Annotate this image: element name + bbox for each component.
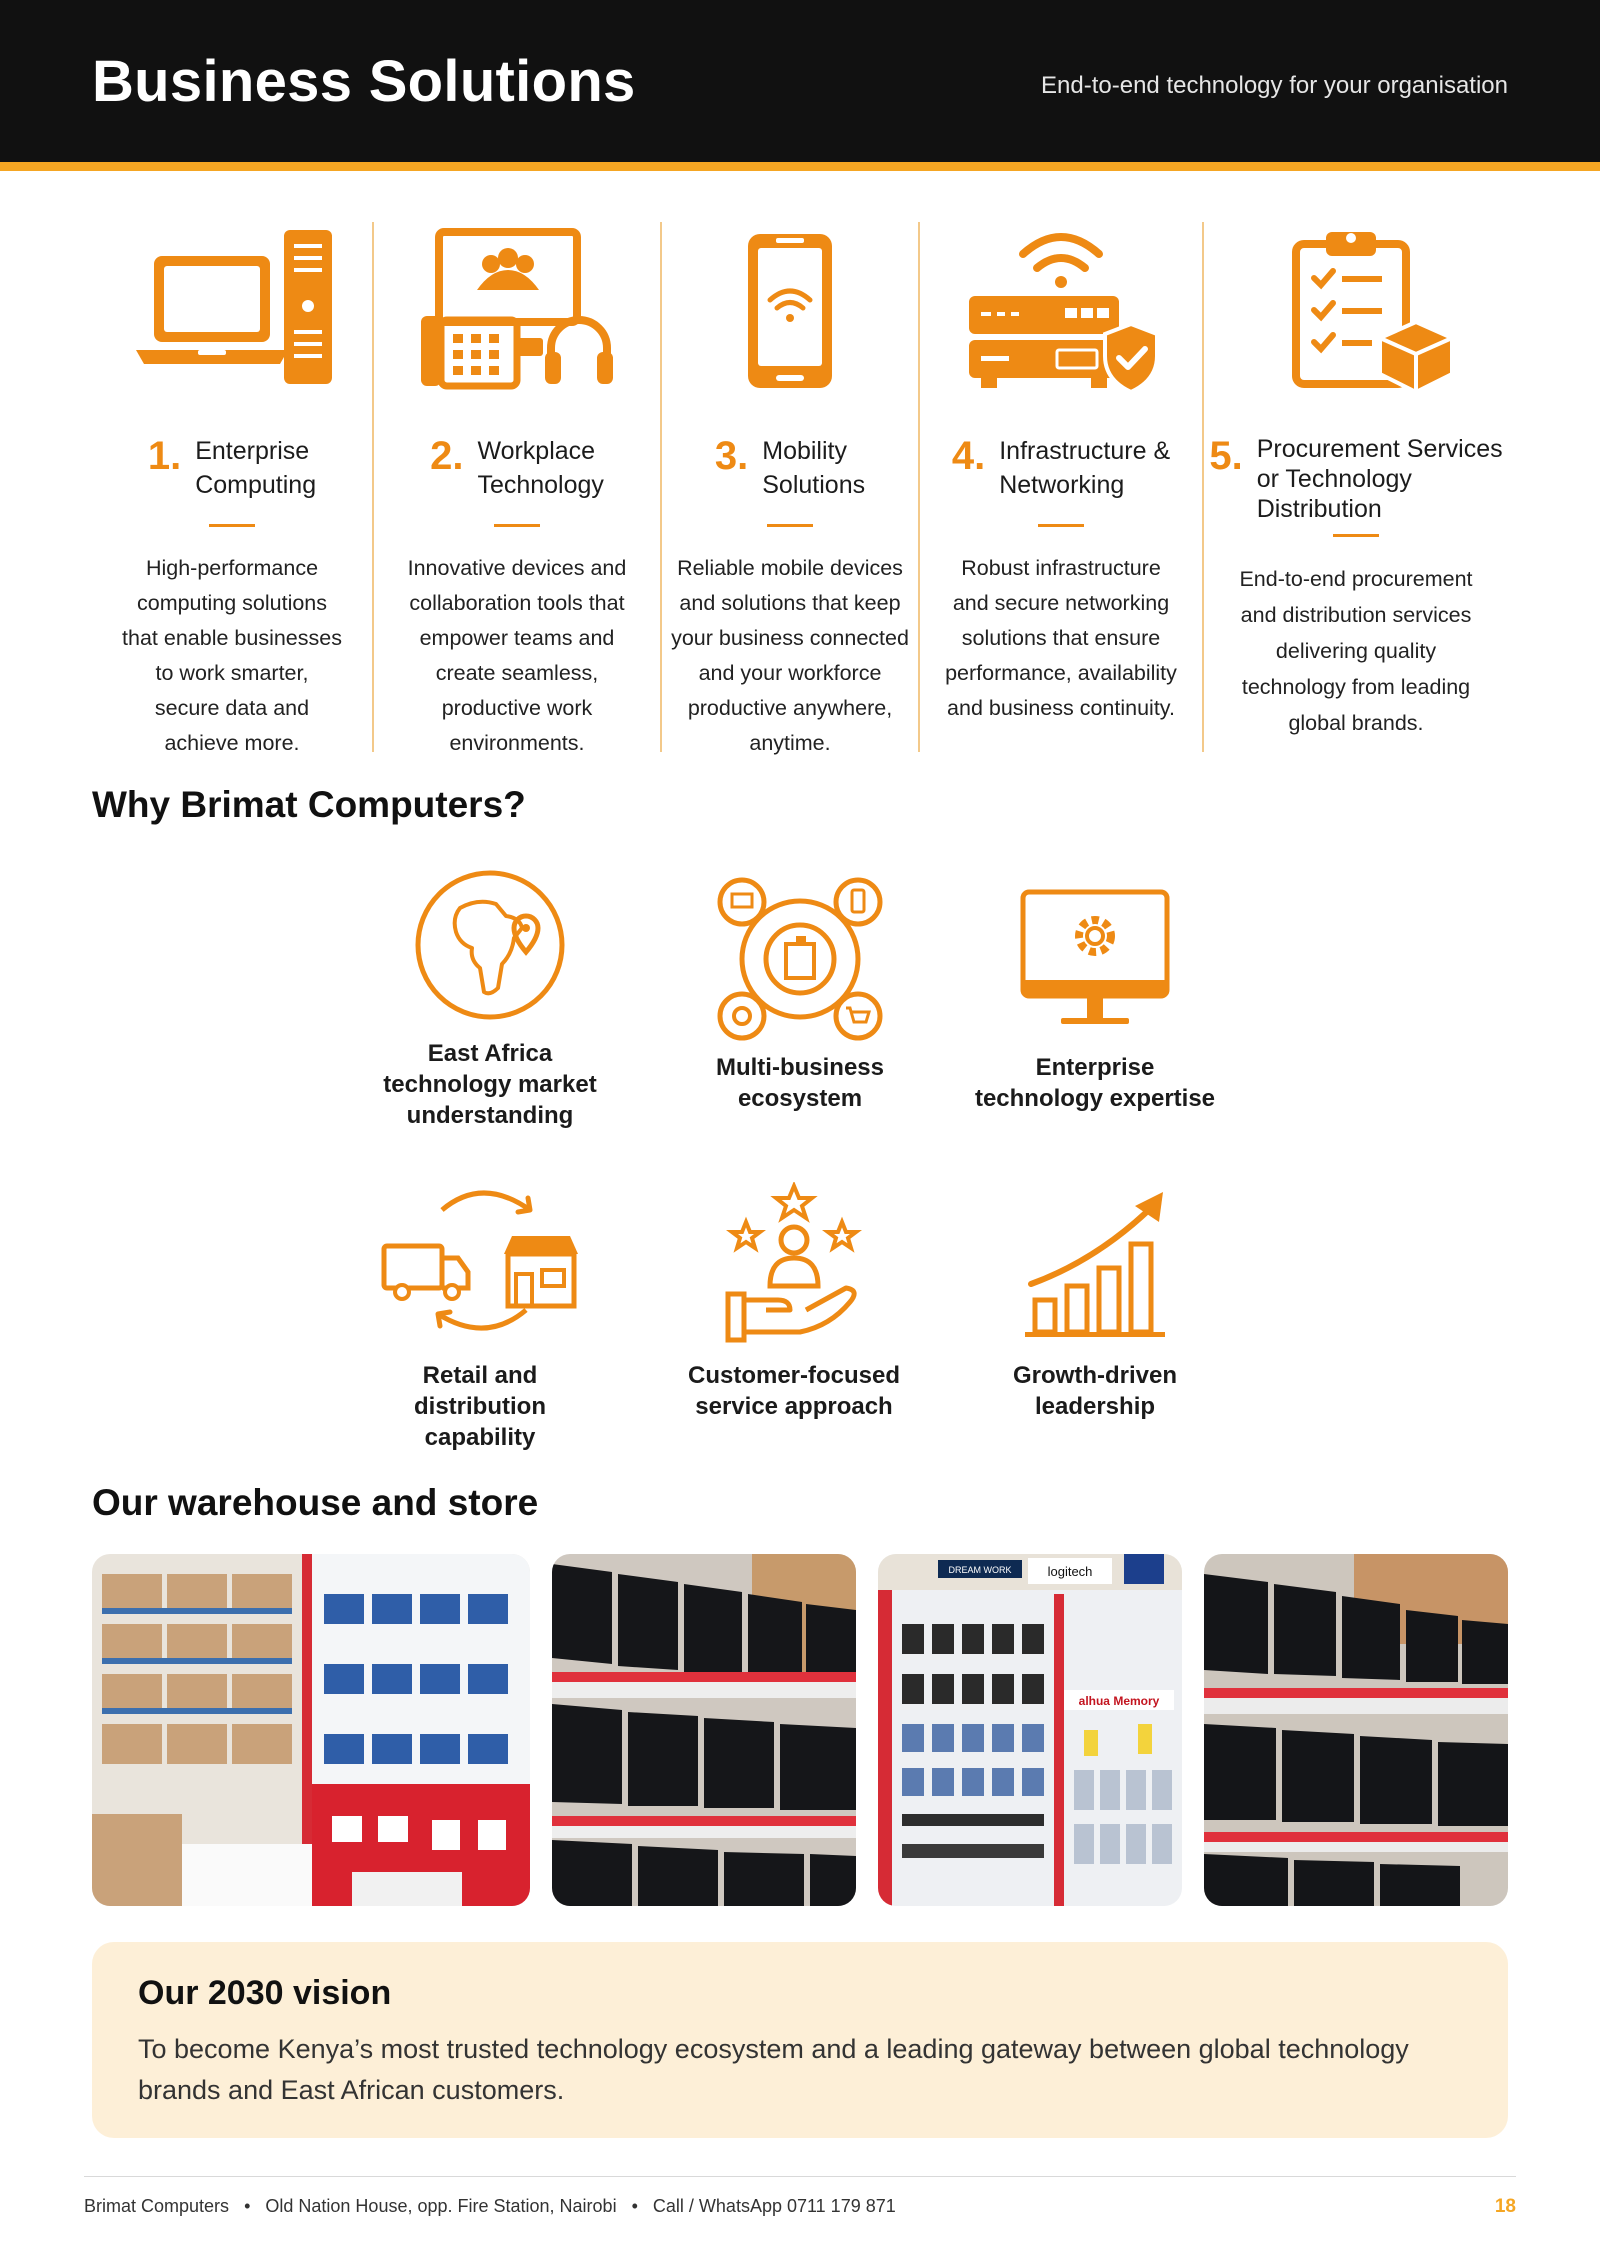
monitor-shelves-photo-2-graphic: [1204, 1554, 1508, 1906]
solution-heading: 5. Procurement Services or Technology Di…: [1204, 434, 1508, 530]
solution-divider: [1038, 524, 1084, 527]
footer-separator: •: [631, 2196, 638, 2216]
why-item-enterprise-expertise: Enterprise technology expertise: [945, 874, 1245, 1114]
page-number: 18: [1494, 2196, 1516, 2217]
solution-description: Reliable mobile devices and solutions th…: [671, 556, 909, 755]
warehouse-heading: Our warehouse and store: [92, 1482, 539, 1523]
why-label: Growth-driven leadership: [1012, 1362, 1177, 1420]
hand-person-stars-icon: [725, 1182, 862, 1343]
monitor-shelves-photo: [552, 1554, 856, 1906]
solution-description: High-performance computing solutions tha…: [122, 556, 342, 755]
why-item-growth-driven: Growth-driven leadership: [945, 1182, 1245, 1422]
accessories-store-photo-graphic: DREAM WORK logitech alhua Memory: [878, 1554, 1182, 1906]
solution-card-mobility-solutions: 3. Mobility Solutions Reliable mobile de…: [660, 222, 918, 755]
africa-map-pin-icon: [415, 870, 565, 1020]
page-title: Business Solutions: [92, 49, 636, 114]
solution-heading: 4. Infrastructure & Networking: [920, 434, 1202, 520]
clipboard-box-icon: [1292, 232, 1454, 395]
page-subtitle: End-to-end technology for your organisat…: [1041, 72, 1508, 99]
warehouse-photo-strip: DREAM WORK logitech alhua Memory: [92, 1554, 1508, 1906]
solution-title: Enterprise Computing: [195, 437, 317, 499]
solution-divider: [494, 524, 540, 527]
monitor-gear-icon: [1020, 889, 1170, 1024]
solution-heading: 3. Mobility Solutions: [662, 434, 918, 520]
solution-card-infrastructure-networking: 4. Infrastructure & Networking Robust in…: [918, 222, 1202, 752]
ecosystem-icon: [717, 877, 883, 1041]
solution-number: 3.: [714, 434, 749, 478]
why-label: Customer-focused service approach: [687, 1362, 901, 1420]
solution-title: Procurement Services or Technology Distr…: [1256, 435, 1503, 523]
footer-contact: Call / WhatsApp 0711 179 871: [652, 2196, 896, 2216]
solution-divider: [1333, 534, 1379, 537]
network-router-shield-icon: [969, 233, 1159, 395]
solution-title: Workplace Technology: [477, 437, 604, 499]
solution-heading: 2. Workplace Technology: [374, 434, 660, 520]
solution-description: Robust infrastructure and secure network…: [945, 556, 1177, 720]
footer-divider: [84, 2176, 1516, 2177]
footer-address: Old Nation House, opp. Fire Station, Nai…: [265, 2196, 617, 2216]
monitor-shelves-photo-graphic: [552, 1554, 856, 1906]
why-label: Enterprise technology expertise: [974, 1054, 1216, 1112]
header-accent-bar: [0, 162, 1600, 171]
accessories-store-photo: DREAM WORK logitech alhua Memory: [878, 1554, 1182, 1906]
why-item-retail-distribution: Retail and distribution capability: [330, 1182, 630, 1453]
why-grid: East Africa technology market understand…: [340, 860, 1260, 1460]
footer-separator: •: [244, 2196, 251, 2216]
solution-heading: 1. Enterprise Computing: [92, 434, 372, 520]
dream-work-sign: DREAM WORK: [949, 1565, 1012, 1575]
why-label: Retail and distribution capability: [414, 1362, 546, 1451]
solution-description: End-to-end procurement and distribution …: [1239, 567, 1473, 735]
warehouse-boxes-photo: [92, 1554, 530, 1906]
alhua-memory-sign: alhua Memory: [1079, 1694, 1160, 1708]
desktop-computer-icon: [136, 230, 332, 384]
solution-number: 5.: [1209, 434, 1243, 478]
solution-number: 4.: [951, 434, 986, 478]
workplace-collaboration-icon: [421, 228, 613, 390]
page-header: [0, 0, 1600, 162]
why-label: East Africa technology market understand…: [383, 1040, 597, 1129]
monitor-shelves-photo-2: [1204, 1554, 1508, 1906]
solutions-row: 1. Enterprise Computing High-performance…: [92, 222, 1508, 755]
why-item-east-africa: East Africa technology market understand…: [340, 860, 640, 1131]
why-heading: Why Brimat Computers?: [92, 784, 526, 825]
vision-text: To become Kenya’s most trusted technolog…: [138, 2034, 1409, 2105]
solution-number: 2.: [430, 434, 464, 478]
why-label: Multi-business ecosystem: [715, 1054, 884, 1112]
logitech-sign: logitech: [1048, 1564, 1093, 1579]
solution-divider: [767, 524, 813, 527]
solution-divider: [209, 524, 255, 527]
solution-number: 1.: [147, 434, 182, 478]
footer-info: Brimat Computers • Old Nation House, opp…: [84, 2196, 896, 2217]
footer-company: Brimat Computers: [84, 2196, 230, 2216]
solution-description: Innovative devices and collaboration too…: [407, 556, 627, 755]
warehouse-boxes-photo-graphic: [92, 1554, 530, 1906]
vision-title: Our 2030 vision: [138, 1974, 392, 2012]
solution-card-workplace-technology: 2. Workplace Technology Innovative devic…: [372, 222, 660, 755]
why-item-customer-focused: Customer-focused service approach: [644, 1182, 944, 1422]
solution-card-procurement-distribution: 5. Procurement Services or Technology Di…: [1202, 222, 1508, 752]
solution-title: Infrastructure & Networking: [999, 437, 1171, 499]
smartphone-wifi-icon: [748, 234, 832, 388]
growth-chart-icon: [1025, 1192, 1165, 1337]
why-item-multi-business: Multi-business ecosystem: [650, 874, 950, 1114]
solution-title: Mobility Solutions: [762, 437, 866, 499]
truck-store-icon: [381, 1190, 578, 1331]
vision-card: Our 2030 vision To become Kenya’s most t…: [92, 1942, 1508, 2138]
solution-card-enterprise-computing: 1. Enterprise Computing High-performance…: [92, 222, 372, 755]
